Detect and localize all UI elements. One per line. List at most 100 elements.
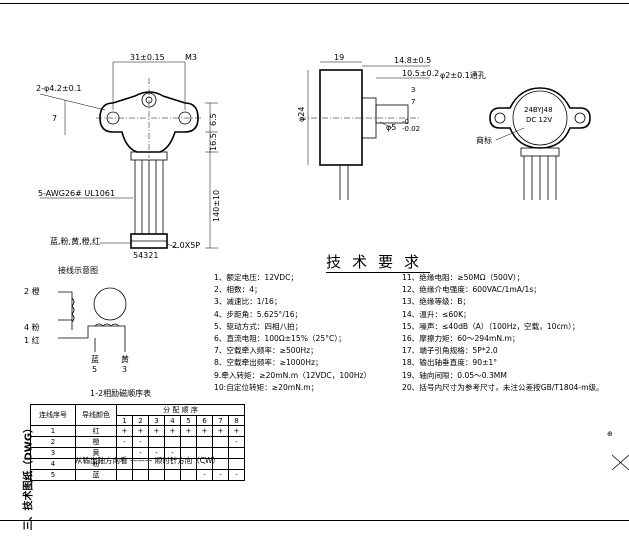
sequence-caption: 从输出轴方向看 ——— 顺时针方向（CW） <box>75 456 220 465</box>
sequence-cell <box>164 469 181 481</box>
wire-no-cell: 1 <box>30 425 76 437</box>
dim-3: 3 <box>411 86 415 94</box>
sequence-cell: + <box>116 425 133 437</box>
dim-16-5: 16.5 <box>209 133 218 151</box>
label-line2: DC 12V <box>526 116 552 124</box>
spec-item: 8、空载牵出频率：≥1000Hz； <box>214 358 323 368</box>
step-header: 6 <box>196 415 213 426</box>
sequence-cell: - <box>228 469 245 481</box>
sequence-cell <box>132 469 149 481</box>
spec-item: 10:自定位转矩：≥20mN.m； <box>214 382 319 392</box>
wiring-label-blue: 蓝 <box>91 354 99 364</box>
spec-item: 20、括号内尺寸为参考尺寸，未注公差按GB/T1804-m级。 <box>402 382 604 392</box>
spec-item: 16、摩擦力矩：60～294mN.m； <box>402 334 520 344</box>
sequence-cell: + <box>132 425 149 437</box>
sequence-cell <box>180 469 197 481</box>
dim-shaft-hole: φ2±0.1通孔 <box>440 70 486 80</box>
sequence-cell <box>116 469 133 481</box>
spec-item: 14、温升：≤60K； <box>402 309 471 319</box>
dim-width: 31±0.15 <box>130 53 165 62</box>
spec-item: 2、相数：4； <box>214 285 262 295</box>
sequence-cell: - <box>228 436 245 448</box>
wiring-label-pink: 4 粉 <box>24 322 40 332</box>
step-header: 1 <box>116 415 133 426</box>
sequence-cell: - <box>196 469 213 481</box>
dim-24: φ24 <box>297 107 306 122</box>
dim-140: 140±10 <box>212 190 221 222</box>
dim-6-5: 6.5 <box>209 113 218 126</box>
wire-color-cell: 橙 <box>75 436 117 448</box>
spec-item: 19、轴向间隙：0.05～0.3MM <box>402 370 507 380</box>
sequence-cell: + <box>228 425 245 437</box>
connector-spec: 2.0X5P <box>172 241 200 250</box>
wire-spec: 5-AWG26# UL1061 <box>38 189 115 198</box>
wire-color-cell: 蓝 <box>75 469 117 481</box>
specs-left-column: 1、额定电压：12VDC； 2、相数：4； 3、减速比：1/16； 4、步距角：… <box>214 272 371 394</box>
step-header: 8 <box>228 415 245 426</box>
dim-7: 7 <box>52 114 57 123</box>
sequence-cell <box>148 469 165 481</box>
sequence-cell: - <box>212 469 229 481</box>
specs-title: 技术要求 <box>326 253 431 273</box>
spec-item: 5、驱动方式：四相八拍； <box>214 321 303 331</box>
wiring-label-red: 1 红 <box>24 335 40 345</box>
dim-10-5: 10.5±0.2 <box>402 69 439 78</box>
sequence-cell <box>196 436 213 448</box>
sequence-cell <box>212 436 229 448</box>
spec-item: 15、噪声：≤40dB（A）（100Hz，空载，10cm）； <box>402 321 580 331</box>
wiring-diagram <box>58 287 127 352</box>
spec-item: 3、减速比：1/16； <box>214 297 282 307</box>
spec-item: 1、额定电压：12VDC； <box>214 273 298 282</box>
side-view <box>300 61 430 200</box>
step-header: 5 <box>180 415 197 426</box>
pin-numbers: 54321 <box>133 251 158 260</box>
header-wire-no: 连线序号 <box>30 404 76 426</box>
spec-item: 7、空载牵入频率：≥500Hz； <box>214 346 318 356</box>
top-border <box>0 3 629 4</box>
dim-19: 19 <box>334 53 344 62</box>
dim-shaft: φ5 <box>386 123 396 132</box>
sequence-cell: + <box>180 425 197 437</box>
dim-holes: 2-φ4.2±0.1 <box>36 84 81 93</box>
spec-item: 12、绝缘介电强度：600VAC/1mA/1s； <box>402 285 541 295</box>
label-line1: 24BYJ48 <box>524 106 553 114</box>
wiring-label-yellow: 黄 <box>121 354 129 364</box>
step-header: 3 <box>148 415 165 426</box>
shaft-tol-upper: -0 <box>402 118 409 126</box>
spec-item: 18、输出轴垂直度：90±1° <box>402 358 498 368</box>
wire-bundle <box>134 160 164 234</box>
header-sequence: 分 配 顺 序 <box>116 404 245 416</box>
wire-no-cell: 4 <box>30 458 76 470</box>
dim-14-8: 14.8±0.5 <box>394 56 431 65</box>
sequence-cell: - <box>132 436 149 448</box>
spec-item: 11、绝缘电阻：≥50MΩ（500V）； <box>402 273 525 282</box>
wire-colors: 蓝,粉,黄,橙,红 <box>50 236 100 246</box>
sequence-title: 1-2相励磁顺序表 <box>90 388 151 398</box>
side-dim-7: 7 <box>411 98 415 106</box>
sequence-cell <box>148 436 165 448</box>
wiring-title: 接线示意图 <box>58 265 98 275</box>
sequence-cell: + <box>148 425 165 437</box>
step-header: 4 <box>164 415 181 426</box>
specs-right-column: 11、绝缘电阻：≥50MΩ（500V）； 12、绝缘介电强度：600VAC/1m… <box>402 272 604 394</box>
wire-no-cell: 2 <box>30 436 76 448</box>
header-wire-color: 导线颜色 <box>75 404 117 426</box>
label-view <box>489 87 591 200</box>
wire-no-cell: 3 <box>30 447 76 459</box>
shaft-tol-lower: -0.02 <box>402 125 420 133</box>
spec-item: 9.牵入转矩：≥20mN.m（12VDC，100Hz） <box>214 370 372 380</box>
spec-item: 6、直流电阻：100Ω±15%（25°C）； <box>214 334 346 344</box>
section-title: 三、技术图纸（DWG） <box>23 422 35 531</box>
sequence-cell <box>180 436 197 448</box>
edge-symbol: ⊕ <box>607 430 613 438</box>
dim-screw: M3 <box>185 53 197 62</box>
sequence-cell <box>228 447 245 459</box>
sequence-cell: + <box>164 425 181 437</box>
sequence-cell <box>228 458 245 470</box>
